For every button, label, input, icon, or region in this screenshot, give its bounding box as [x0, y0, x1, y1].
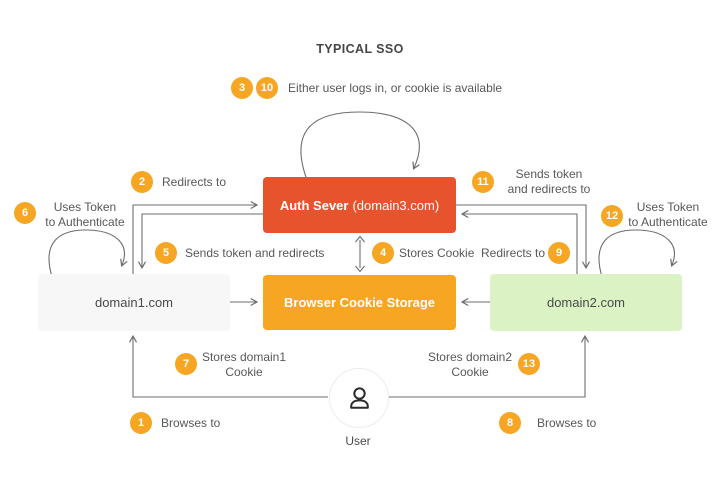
step-badge-1: 1 [130, 412, 152, 434]
step-badge-13: 13 [518, 353, 540, 375]
arrow-auth-sends-token-to-domain1 [137, 213, 263, 270]
step-badge-6: 6 [14, 202, 36, 224]
step-badge-11: 11 [472, 171, 494, 193]
step-badge-8: 8 [499, 412, 521, 434]
step-badge-10: 10 [256, 77, 278, 99]
label-stores-cookie: Stores Cookie [399, 246, 475, 260]
label-browses-to-left: Browses to [161, 416, 221, 430]
arrow-domain1-redirects-to-auth [132, 200, 259, 274]
step-badge-5: 5 [155, 242, 177, 264]
label-redirects-to-left: Redirects to [162, 175, 227, 189]
browser-cookie-storage-node: Browser Cookie Storage [263, 275, 456, 330]
domain2-node: domain2.com [490, 274, 682, 331]
loop-auth-login-or-cookie [300, 111, 420, 181]
user-label: User [345, 434, 371, 448]
label-sends-token-and-redirects: Sends token and redirects [185, 246, 325, 260]
loop-domain2-uses-token [598, 229, 678, 278]
auth-server-domain: (domain3.com) [352, 197, 440, 213]
arrow-user-browses-domain2 [388, 334, 590, 398]
diagram-title: TYPICAL SSO [316, 42, 404, 56]
auth-server-name: Auth Sever [279, 197, 349, 213]
arrow-user-browses-domain1 [128, 334, 328, 398]
label-sends-token-and-redirects-to: Sends token and redirects to [507, 167, 591, 196]
domain1-node: domain1.com [38, 274, 230, 331]
arrow-auth-sends-token-to-domain2 [456, 204, 591, 270]
arrow-domain2-redirects-to-auth [460, 209, 578, 274]
arrowhead-down [355, 265, 365, 273]
user-icon [349, 386, 369, 409]
step-badge-4: 4 [372, 242, 394, 264]
auth-server-node: Auth Sever (domain3.com) [263, 177, 456, 233]
label-uses-token-left: Uses Token to Authenticate [45, 200, 125, 229]
label-uses-token-right: Uses Token to Authenticate [628, 200, 708, 229]
step-badge-3: 3 [231, 77, 253, 99]
loop-domain1-uses-token [48, 229, 128, 278]
step-badge-9: 9 [548, 242, 570, 264]
label-redirects-to-right: Redirects to [481, 246, 546, 260]
step-badge-7: 7 [175, 353, 197, 375]
user-node [329, 368, 389, 428]
label-stores-domain2-cookie: Stores domain2 Cookie [427, 350, 513, 379]
step-badge-12: 12 [601, 205, 623, 227]
label-browses-to-right: Browses to [537, 416, 597, 430]
label-stores-domain1-cookie: Stores domain1 Cookie [201, 350, 287, 379]
arrowhead-up [355, 235, 365, 243]
step-badge-2: 2 [131, 171, 153, 193]
label-login-or-cookie: Either user logs in, or cookie is availa… [288, 81, 503, 95]
